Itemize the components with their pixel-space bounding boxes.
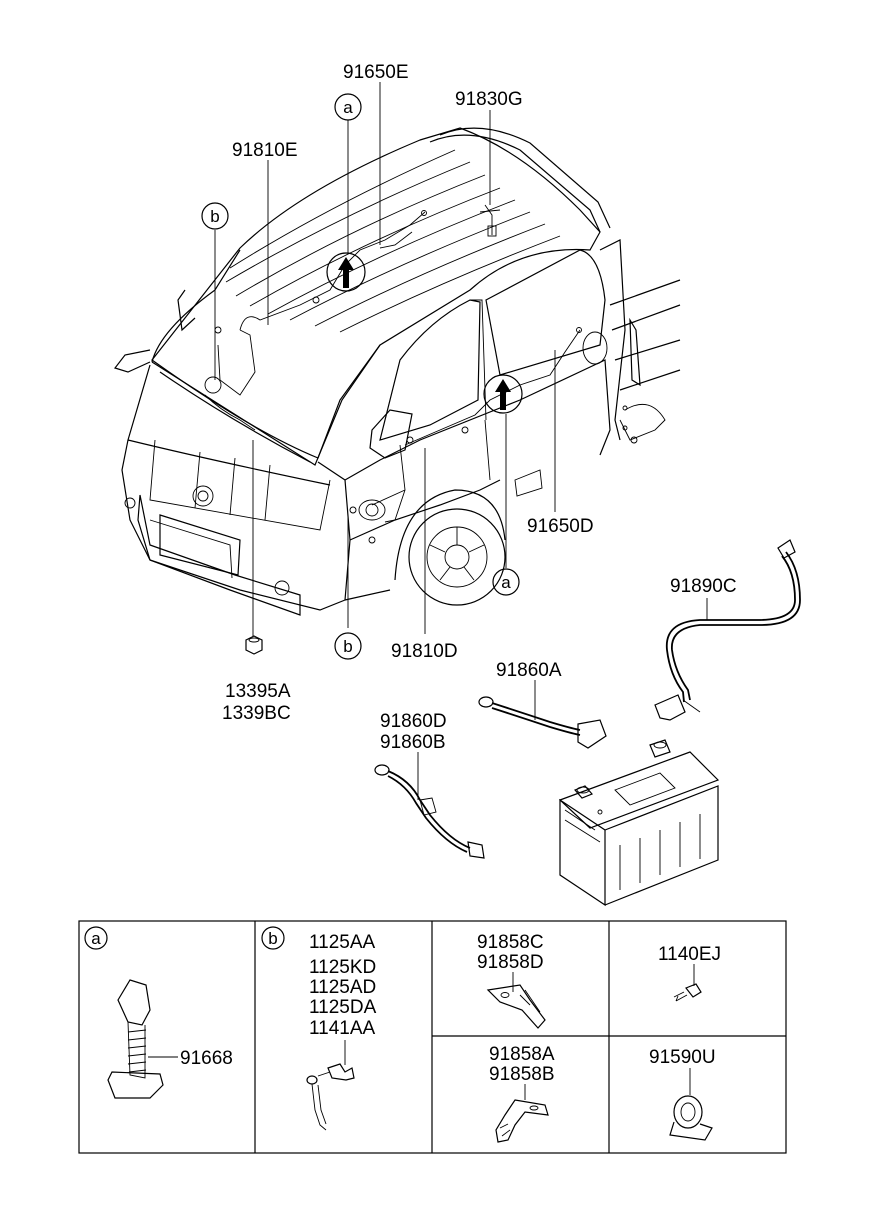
- label-1125ad: 1125AD: [309, 977, 376, 998]
- clip-side: [365, 503, 379, 517]
- battery: [558, 739, 720, 907]
- label-91668: 91668: [180, 1048, 233, 1069]
- svg-text:b: b: [210, 207, 219, 226]
- svg-text:b: b: [343, 637, 352, 656]
- leader-lines: [214, 82, 556, 636]
- callout-a-bottom: a: [492, 568, 520, 596]
- label-91860d: 91860D: [380, 711, 447, 732]
- label-1140ej: 1140EJ: [658, 944, 721, 965]
- label-91858d: 91858D: [477, 952, 544, 973]
- svg-text:a: a: [501, 573, 511, 592]
- label-1125da: 1125DA: [309, 997, 377, 1018]
- label-91650e: 91650E: [343, 62, 409, 83]
- cable-91860a: [478, 680, 607, 749]
- vehicle-illustration: [113, 127, 681, 616]
- svg-text:a: a: [91, 929, 101, 948]
- label-91590u: 91590U: [649, 1047, 716, 1068]
- label-91650d: 91650D: [527, 516, 594, 537]
- grommet-side: [483, 374, 523, 414]
- label-13395a: 13395A: [225, 681, 291, 702]
- callout-b-bottom: b: [334, 632, 362, 660]
- detail-cell-b: b 1125AA 1125KD 1125AD 1125DA 1141AA: [261, 926, 377, 1131]
- detail-table: [78, 920, 787, 1154]
- roof-harness: [204, 204, 501, 431]
- side-harness: [349, 327, 608, 544]
- detail-cell-clip: 91590U: [649, 1047, 716, 1141]
- label-91858a: 91858A: [489, 1044, 555, 1065]
- callout-a-top: a: [334, 93, 362, 121]
- callout-b-top: b: [201, 202, 229, 230]
- label-91860a: 91860A: [496, 660, 562, 681]
- cable-91890c: [654, 539, 801, 721]
- label-91858b: 91858B: [489, 1064, 555, 1085]
- label-91890c: 91890C: [670, 576, 737, 597]
- label-1125kd: 1125KD: [309, 957, 376, 978]
- svg-text:b: b: [268, 929, 277, 948]
- label-1339bc: 1339BC: [222, 703, 291, 724]
- label-1141aa: 1141AA: [309, 1018, 376, 1039]
- cable-91860d: [374, 752, 485, 859]
- detail-cell-bolt: 1140EJ: [658, 944, 721, 1002]
- label-91810d: 91810D: [391, 641, 458, 662]
- label-91830g: 91830G: [455, 89, 523, 110]
- detail-cell-bracket-top: 91858C 91858D: [477, 932, 546, 1029]
- label-91858c: 91858C: [477, 932, 544, 953]
- clip-front: [204, 376, 222, 394]
- label-91860b: 91860B: [380, 732, 446, 753]
- svg-text:a: a: [343, 98, 353, 117]
- grommet-roof: [326, 252, 366, 292]
- detail-cell-a: a 91668: [84, 926, 233, 1099]
- label-1125aa: 1125AA: [309, 932, 376, 953]
- label-91810e: 91810E: [232, 140, 298, 161]
- nut-13395a: [245, 635, 263, 655]
- detail-cell-bracket-bottom: 91858A 91858B: [489, 1044, 555, 1143]
